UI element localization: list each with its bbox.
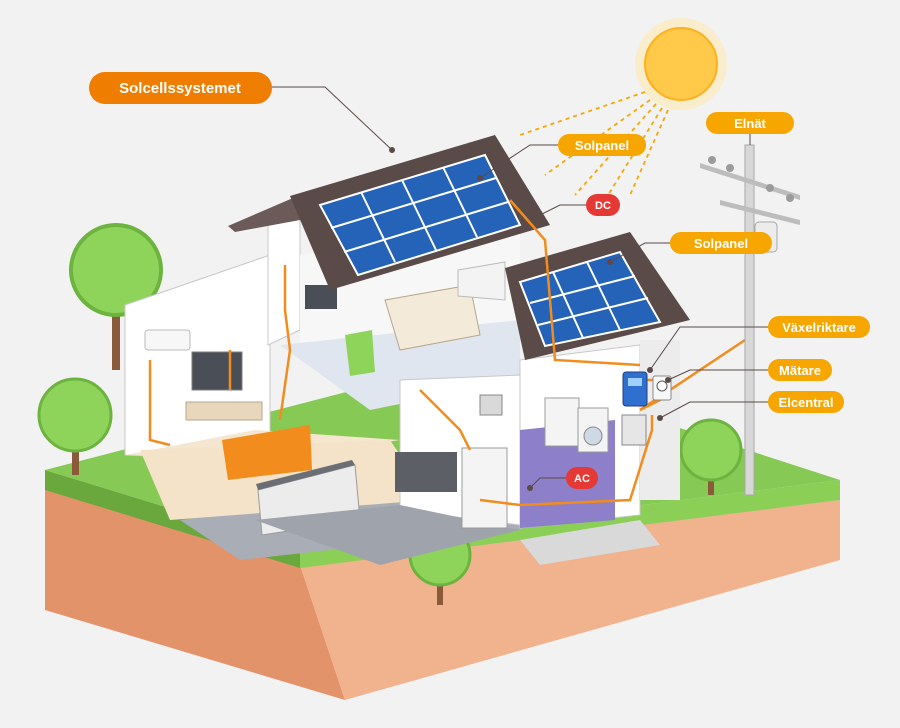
tree-icon — [679, 418, 743, 495]
svg-text:Solpanel: Solpanel — [694, 236, 748, 251]
svg-text:Mätare: Mätare — [779, 363, 821, 378]
wiring — [148, 199, 746, 507]
svg-text:AC: AC — [574, 473, 590, 485]
label-elcentral: Elcentral — [768, 391, 844, 413]
title-badge: Solcellssystemet — [89, 72, 272, 104]
label-ac: AC — [566, 467, 598, 489]
inverter-icon — [622, 371, 648, 407]
label-elnat: Elnät — [706, 112, 794, 134]
page-title: Solcellssystemet — [119, 80, 241, 97]
svg-text:DC: DC — [595, 200, 611, 212]
solar-panel-icon — [318, 153, 522, 277]
label-solpanel-roof: Solpanel — [558, 134, 646, 156]
label-vaxelriktare: Växelriktare — [768, 316, 870, 338]
tree-icon — [69, 223, 163, 370]
svg-text:Elcentral: Elcentral — [779, 395, 834, 410]
house-annex — [519, 340, 680, 529]
svg-text:Solpanel: Solpanel — [575, 138, 629, 153]
label-solpanel-annex: Solpanel — [670, 232, 772, 254]
svg-text:Växelriktare: Växelriktare — [782, 320, 856, 335]
fuse-box-icon — [621, 414, 647, 446]
label-dc: DC — [586, 194, 620, 216]
sun-icon — [635, 18, 727, 110]
tree-icon — [37, 377, 113, 475]
svg-text:Elnät: Elnät — [734, 116, 766, 131]
label-matare: Mätare — [768, 359, 832, 381]
solar-panel-icon — [518, 250, 662, 348]
leader-lines — [272, 86, 768, 489]
house-kitchen — [255, 374, 521, 565]
